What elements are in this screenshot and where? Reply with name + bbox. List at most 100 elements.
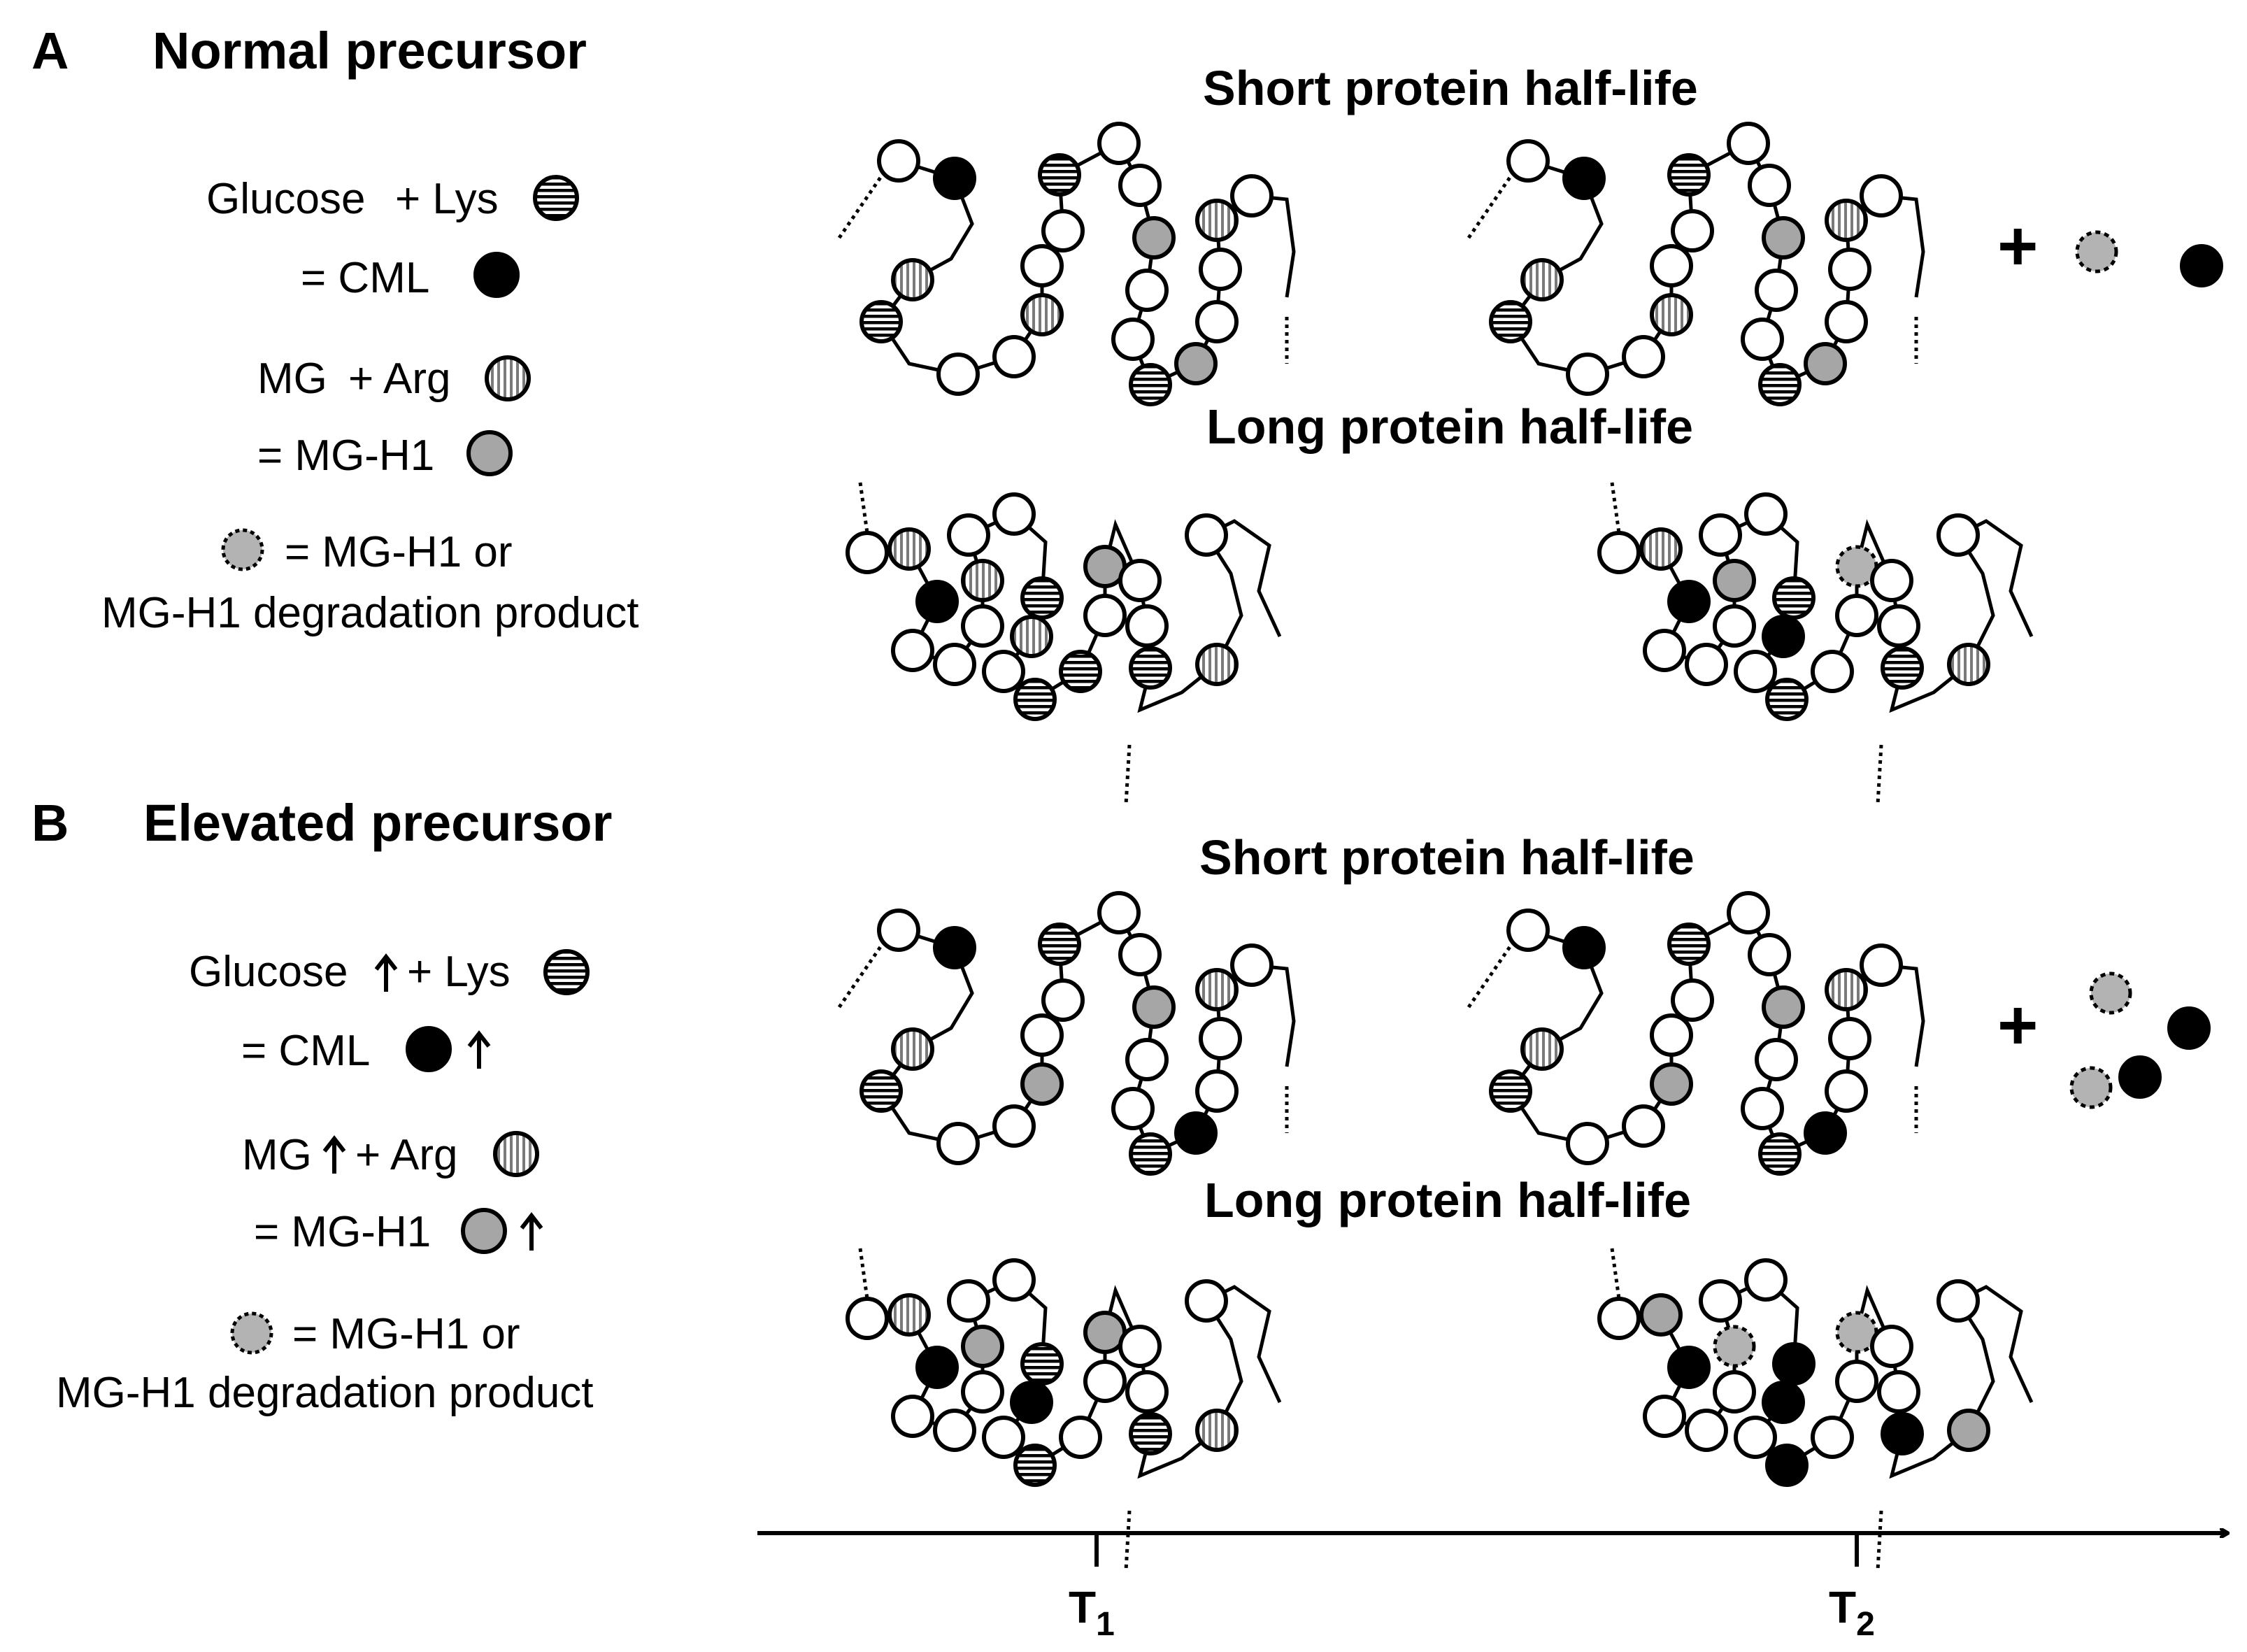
residue-unmodified	[1125, 604, 1169, 648]
residue-unmodified	[982, 650, 1025, 693]
residue-unmodified	[1713, 1370, 1756, 1414]
residue-unmodified	[1734, 650, 1777, 693]
residue-unmodified	[877, 139, 920, 183]
residue-cml	[1010, 1381, 1053, 1424]
chain-leader	[1124, 1510, 1132, 1571]
residue-unmodified	[1118, 559, 1162, 602]
residue-unmodified	[1828, 248, 1871, 291]
residue-cml	[1762, 1381, 1805, 1424]
residue-lysine	[1758, 1132, 1802, 1176]
mgh1-symbol	[461, 1208, 507, 1254]
residue-unmodified	[1185, 1279, 1228, 1323]
residue-lysine	[859, 1069, 903, 1113]
residue-lysine	[1758, 363, 1802, 406]
section-short-a: Short protein half-life	[1203, 61, 1698, 115]
residue-lysine	[1489, 300, 1532, 343]
residue-unmodified	[936, 353, 980, 396]
residue-unmodified	[1835, 1360, 1878, 1403]
residue-cml	[915, 1346, 959, 1389]
residue-arginine	[1520, 258, 1564, 301]
chain-leader	[1876, 1510, 1883, 1571]
residue-mgh1	[1132, 216, 1176, 259]
residue-lysine	[1881, 646, 1924, 690]
residue-unmodified	[1118, 1325, 1162, 1368]
residue-lysine	[1013, 678, 1057, 721]
residue-arginine	[891, 258, 934, 301]
legend-glucose: Glucose	[206, 175, 365, 223]
residue-lysine	[1129, 1132, 1172, 1176]
residue-unmodified	[1835, 594, 1878, 637]
residue-arginine	[1825, 199, 1868, 242]
section-long-a: Long protein half-life	[1206, 399, 1693, 454]
residue-mgh1	[1762, 216, 1805, 259]
residue-unmodified	[1195, 1069, 1239, 1113]
residue-unmodified	[1870, 1325, 1913, 1368]
residue-unmodified	[992, 335, 1036, 378]
legend-arg: + Arg	[348, 355, 451, 403]
residue-unmodified	[1199, 1017, 1242, 1060]
panel-b-title: Elevated precursor	[143, 794, 612, 852]
legend-arg: + Arg	[355, 1131, 458, 1179]
residue-mgh1-degradation	[2075, 230, 2118, 273]
residue-arginine	[1825, 968, 1868, 1011]
residue-cml	[1772, 1342, 1816, 1386]
chain-leader	[837, 939, 887, 1009]
increase-arrow-icon	[467, 1030, 491, 1069]
residue-mgh1	[1762, 985, 1805, 1029]
section-short-b: Short protein half-life	[1199, 830, 1695, 885]
residue-mgh1	[1713, 559, 1756, 602]
residue-unmodified	[846, 1297, 889, 1340]
residue-unmodified	[1185, 513, 1228, 557]
chain-leader	[1876, 744, 1883, 805]
degradation-symbol	[221, 528, 264, 571]
residue-unmodified	[1744, 492, 1788, 536]
residue-unmodified	[1111, 318, 1155, 361]
residue-unmodified	[992, 492, 1036, 536]
residue-unmodified	[1506, 909, 1550, 952]
residue-lysine	[859, 300, 903, 343]
chain-leader	[837, 170, 887, 239]
residue-unmodified	[1860, 174, 1903, 218]
panel-a: A Normal precursor Glucose + Lys = CML M…	[31, 22, 2223, 805]
plus-sign-a: +	[1997, 207, 2038, 285]
residue-cml	[1562, 926, 1606, 969]
residue-unmodified	[1685, 643, 1728, 686]
residue-unmodified	[1713, 604, 1756, 648]
increase-arrow-icon	[520, 1212, 543, 1251]
residue-unmodified	[1230, 944, 1274, 987]
residue-unmodified	[1699, 1279, 1742, 1323]
residue-unmodified	[1860, 944, 1903, 987]
residue-cml	[1562, 157, 1606, 200]
residue-unmodified	[1748, 933, 1791, 976]
cml-symbol	[473, 252, 520, 298]
residue-unmodified	[1643, 629, 1686, 672]
residue-unmodified	[1118, 933, 1162, 976]
tick-label-t2: T2	[1829, 1582, 1875, 1643]
residue-unmodified	[1727, 891, 1770, 934]
tick-label-t1: T1	[1069, 1582, 1115, 1643]
residue-lysine	[1038, 153, 1081, 197]
residue-lysine	[1129, 1412, 1172, 1455]
residue-unmodified	[933, 1409, 976, 1452]
residue-unmodified	[1811, 650, 1854, 693]
residue-lysine	[1765, 678, 1809, 721]
residue-lysine	[1667, 153, 1711, 197]
legend-lys: + Lys	[407, 948, 511, 996]
legend-degradation-2: MG-H1 degradation product	[101, 589, 639, 637]
chain-leader	[1467, 170, 1516, 239]
residue-arginine	[1639, 527, 1683, 571]
residue-arginine	[887, 1293, 931, 1337]
residue-unmodified	[1020, 1013, 1064, 1057]
residue-lysine	[1667, 923, 1711, 966]
residue-unmodified	[891, 629, 934, 672]
residue-unmodified	[1699, 513, 1742, 557]
residue-cml	[1881, 1412, 1924, 1455]
legend-mgh1: = MG-H1	[257, 432, 434, 480]
residue-unmodified	[1118, 164, 1162, 207]
residue-cml	[1667, 1346, 1711, 1389]
increase-arrow-icon	[374, 953, 398, 992]
residue-unmodified	[933, 643, 976, 686]
residue-unmodified	[1755, 269, 1798, 312]
residue-unmodified	[1936, 1279, 1980, 1323]
residue-unmodified	[1741, 1087, 1784, 1130]
